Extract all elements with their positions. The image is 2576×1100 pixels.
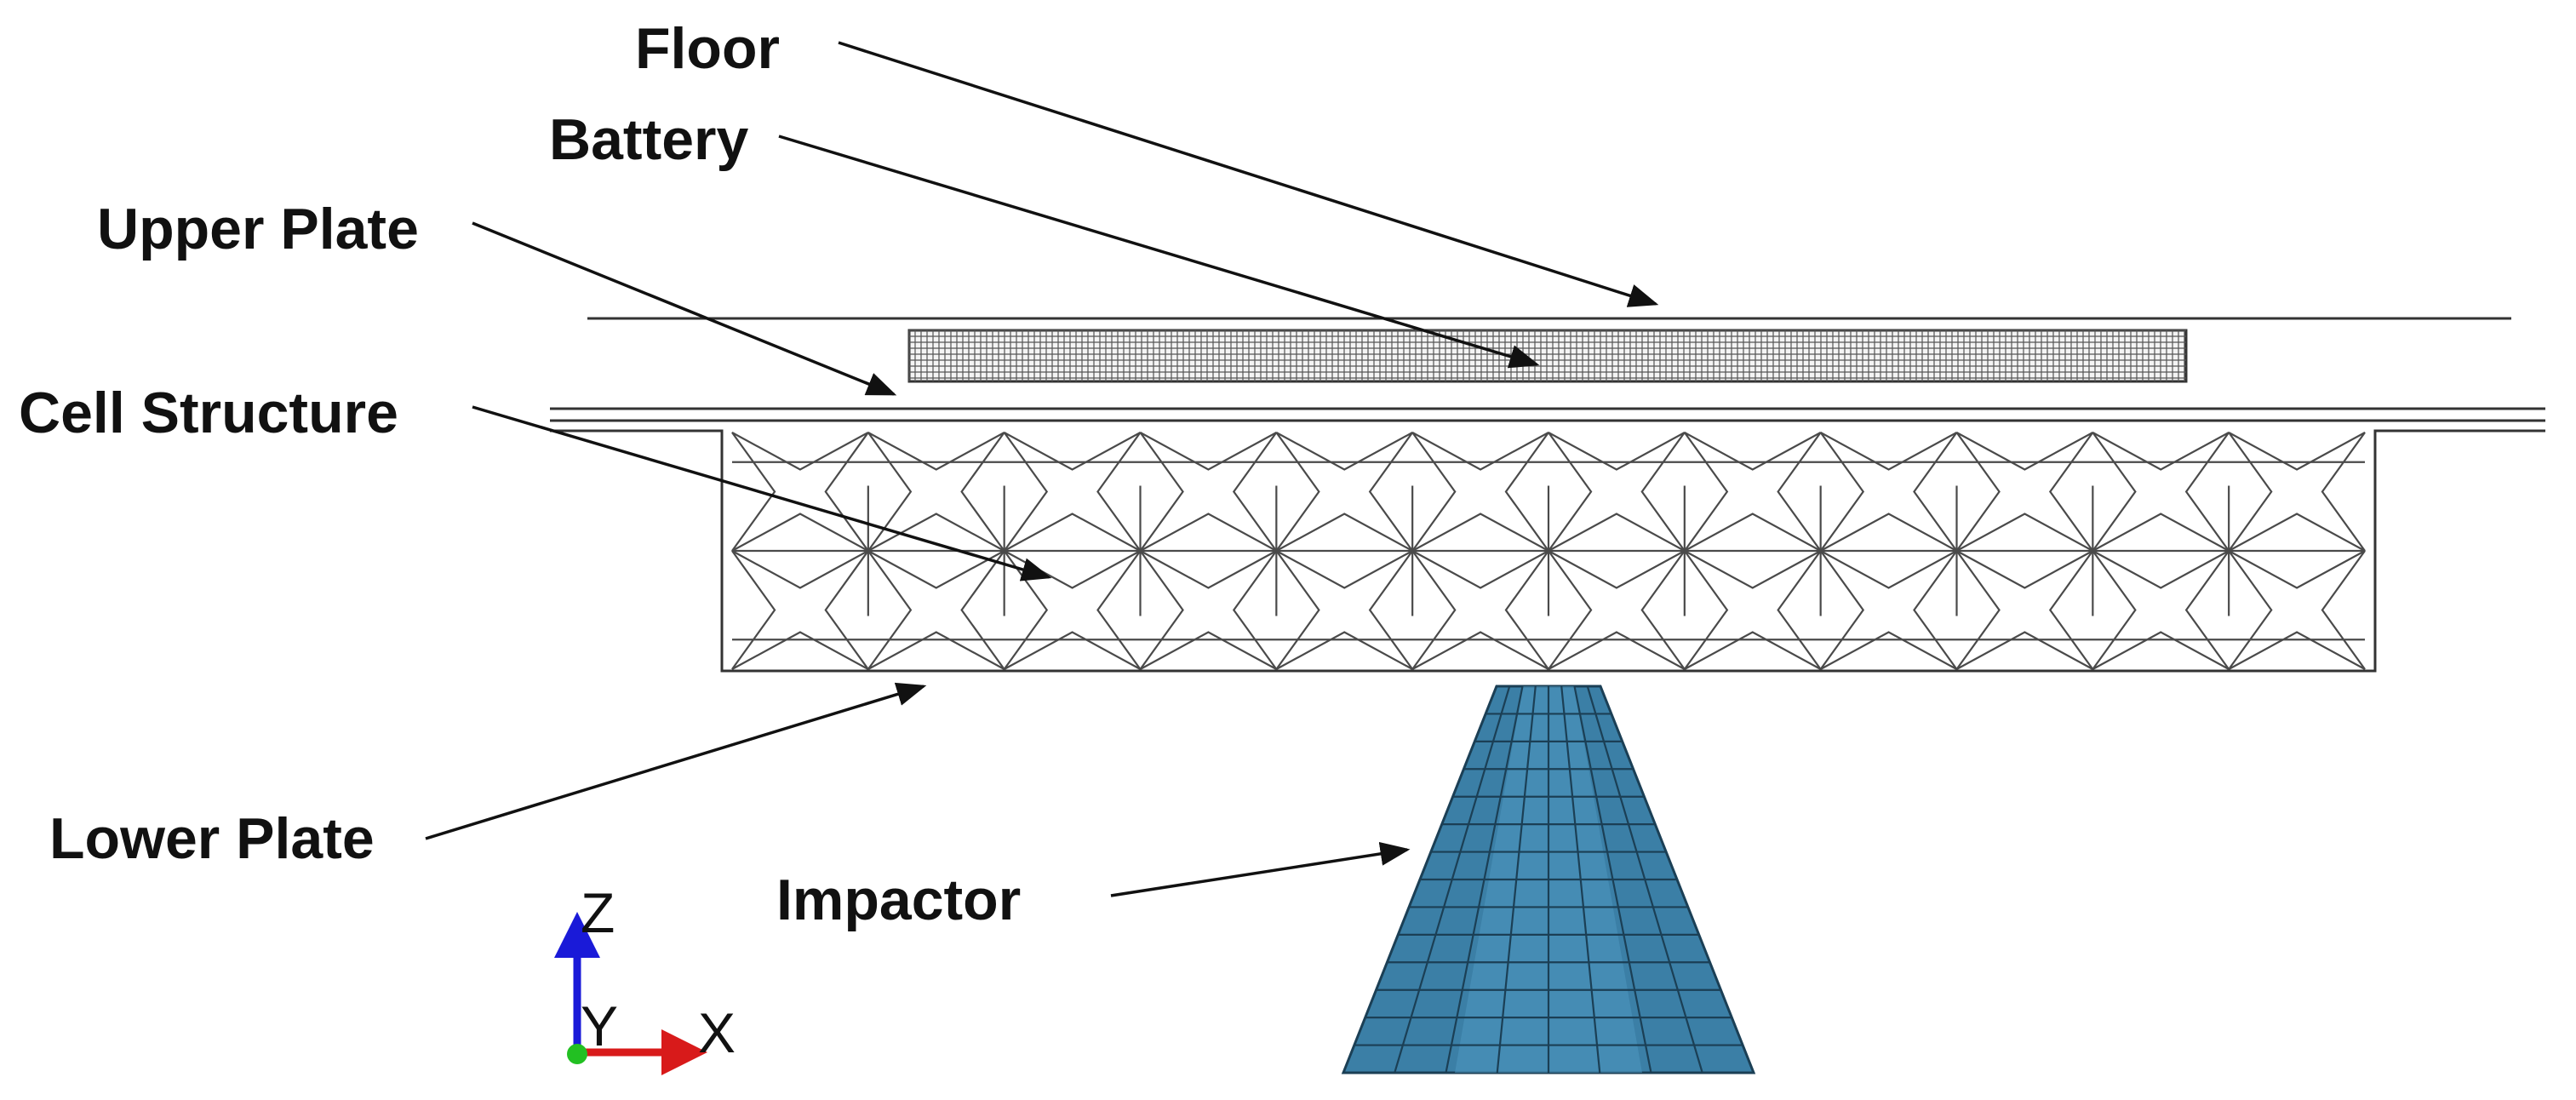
cell-star — [1955, 432, 2094, 552]
cell-star — [1819, 432, 1958, 552]
cell-star — [2092, 432, 2230, 552]
battery-mesh — [907, 329, 2188, 383]
cell-star — [1683, 432, 1822, 552]
lower-plate-frame — [550, 429, 2545, 673]
upper-plate-label: Upper Plate — [97, 197, 419, 261]
cell-star — [1139, 432, 1278, 552]
cell-star — [1819, 550, 1958, 670]
cell-star — [867, 550, 1005, 670]
battery-mesh-lines — [908, 329, 2186, 381]
y-axis-label: Y — [581, 994, 618, 1057]
floor-label: Floor — [635, 16, 780, 81]
cell-star — [2228, 432, 2366, 552]
impactor-arrow — [1110, 841, 1411, 897]
coordinate-triad: Z Y X — [554, 881, 736, 1075]
cell-star — [1548, 432, 1686, 552]
x-axis-label: X — [698, 1001, 736, 1064]
cell-star — [1275, 432, 1414, 552]
impactor-mesh — [1354, 685, 1743, 1074]
cell-star — [731, 550, 869, 670]
cell-star — [867, 432, 1005, 552]
y-axis-origin — [567, 1044, 587, 1064]
cell-star — [1683, 550, 1822, 670]
cell-star — [1003, 432, 1142, 552]
cell-star — [1411, 432, 1549, 552]
cell-star — [1139, 550, 1278, 670]
upper-plate-arrow — [472, 221, 897, 396]
impactor — [1341, 685, 1756, 1074]
z-axis-label: Z — [581, 881, 615, 944]
cell-star — [1411, 550, 1549, 670]
cell-star — [1275, 550, 1414, 670]
battery-arrow — [778, 135, 1540, 369]
cell-star — [1548, 550, 1686, 670]
lower-plate-arrow — [425, 682, 927, 840]
battery-label: Battery — [549, 107, 748, 172]
cell-star — [731, 432, 869, 552]
lower-plate-label: Lower Plate — [49, 806, 375, 871]
floor-arrow — [838, 41, 1659, 307]
cell-star — [2228, 550, 2366, 670]
cell-structure-label: Cell Structure — [19, 381, 398, 445]
cell-star — [1955, 550, 2094, 670]
cell-star — [2092, 550, 2230, 670]
upper-plate — [550, 407, 2545, 422]
impactor-label: Impactor — [776, 868, 1021, 932]
cell-structure-arrow — [472, 405, 1052, 582]
cell-structure — [731, 432, 2366, 670]
